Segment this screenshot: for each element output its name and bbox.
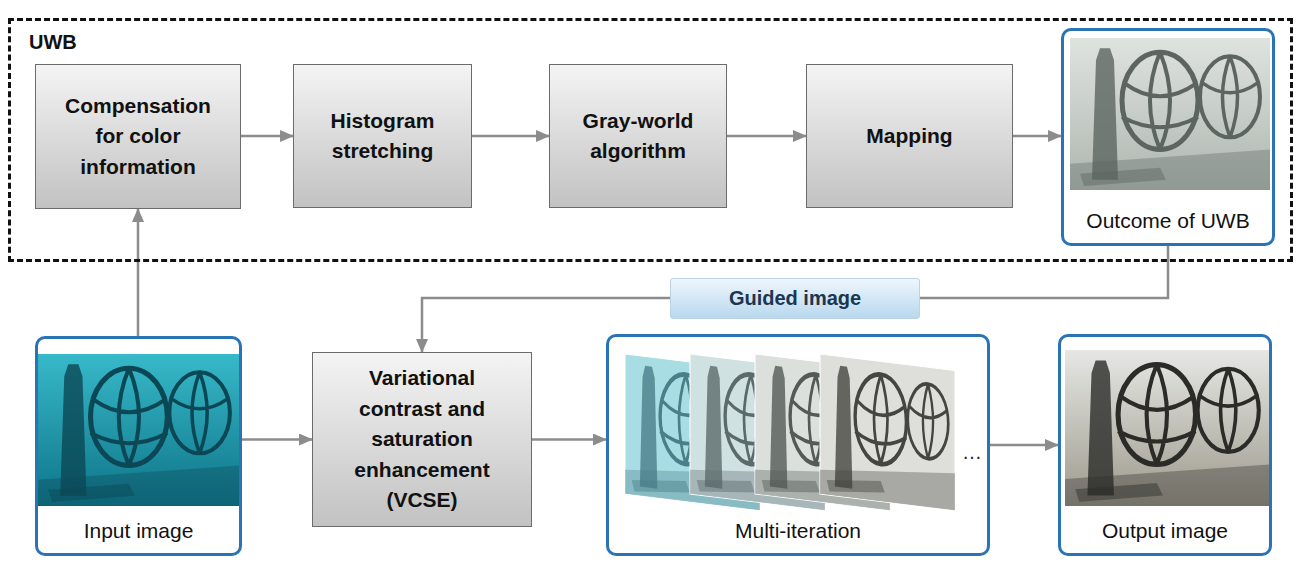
image-box: Input image xyxy=(35,336,242,556)
image-box: Output image xyxy=(1058,334,1272,556)
flow-arrow xyxy=(137,209,140,336)
edge-label: Guided image xyxy=(670,278,920,319)
group-title: UWB xyxy=(29,31,1272,54)
flow-arrow xyxy=(241,135,293,138)
process-box: Histogram stretching xyxy=(293,64,472,208)
flow-arrow xyxy=(727,135,806,138)
flow-arrow xyxy=(990,444,1058,447)
image-caption: Input image xyxy=(84,518,194,543)
process-text: Compensation for color information xyxy=(53,91,223,182)
image-box: Outcome of UWB xyxy=(1061,28,1275,246)
process-text: Gray-world algorithm xyxy=(558,106,718,167)
output-photo xyxy=(1065,350,1269,506)
image-caption: Outcome of UWB xyxy=(1086,208,1249,233)
flow-arrow xyxy=(532,438,606,441)
process-text: Mapping xyxy=(866,121,952,151)
flow-arrow xyxy=(1013,135,1061,138)
ellipsis-mark: … xyxy=(962,441,982,464)
image-box: Multi-iteration xyxy=(606,334,990,556)
flow-arrow xyxy=(242,438,312,441)
image-caption: Output image xyxy=(1102,518,1228,543)
uwb-photo xyxy=(1070,38,1270,190)
process-box: Mapping xyxy=(806,64,1013,208)
process-box: Compensation for color information xyxy=(35,64,241,209)
input-photo xyxy=(38,354,240,506)
dashed-group: UWB Compensation for color information His… xyxy=(8,18,1293,262)
iteration-stack xyxy=(625,354,955,511)
image-caption: Multi-iteration xyxy=(735,518,861,543)
process-box: Gray-world algorithm xyxy=(549,64,727,208)
process-text: Variational contrast and saturation enha… xyxy=(337,363,507,515)
process-text: Histogram stretching xyxy=(302,106,463,167)
process-box: Variational contrast and saturation enha… xyxy=(312,352,532,527)
flow-arrow xyxy=(472,135,549,138)
